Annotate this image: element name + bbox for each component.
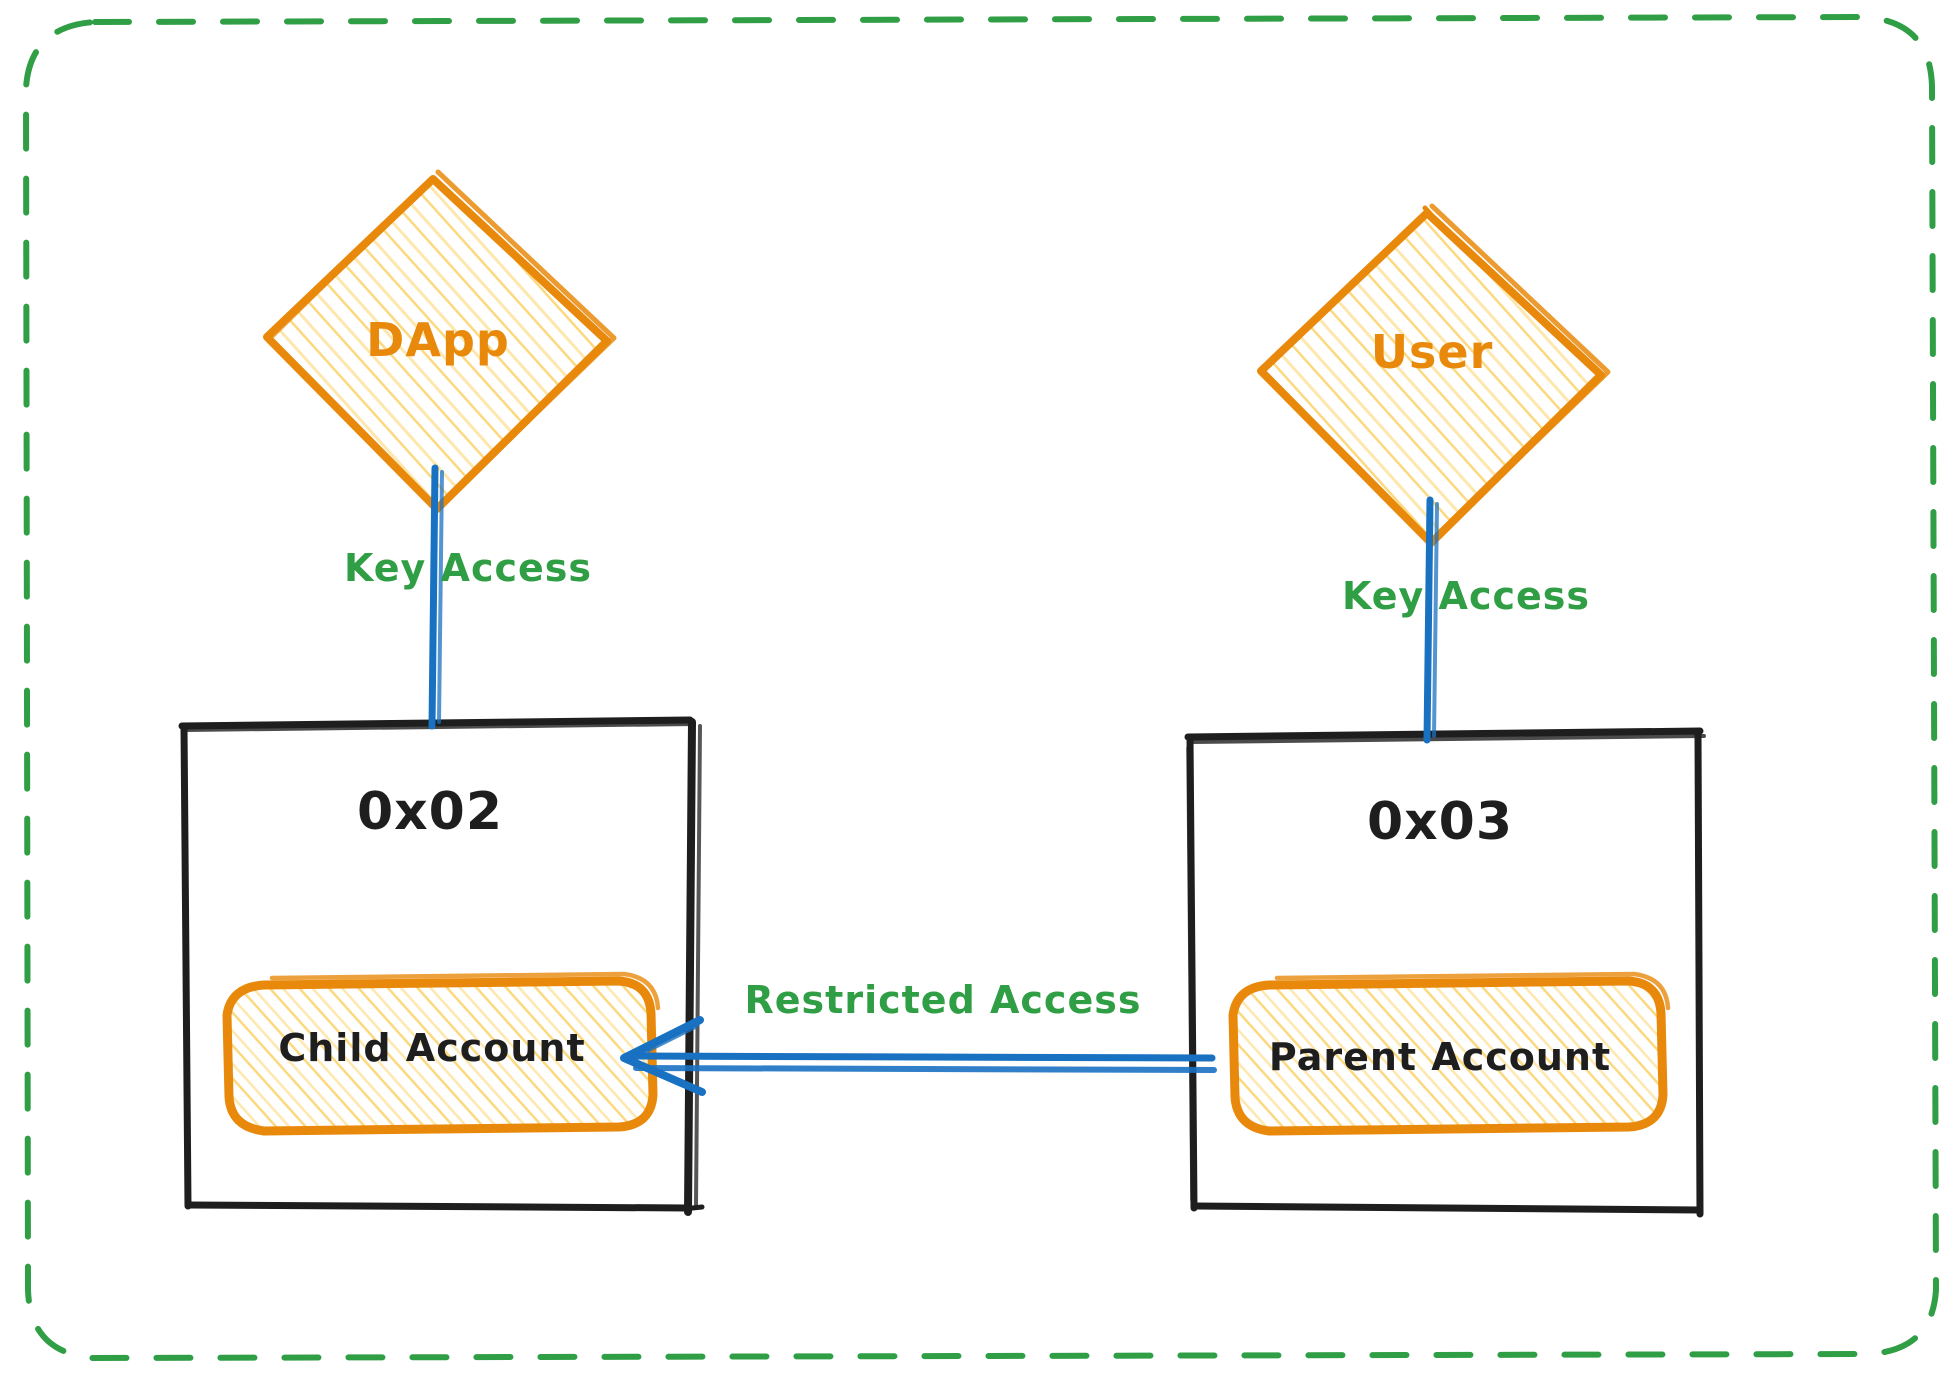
edge-dapp-to-child[interactable] <box>428 464 444 730</box>
user-diamond[interactable] <box>1257 203 1611 547</box>
edge-parent-to-child[interactable] <box>620 1016 1217 1096</box>
parent-account-box[interactable] <box>1228 971 1671 1136</box>
child-address-box[interactable] <box>178 716 705 1216</box>
edge-user-to-parent[interactable] <box>1423 496 1439 744</box>
dapp-diamond[interactable] <box>263 169 617 513</box>
child-account-box[interactable] <box>222 971 661 1136</box>
parent-address-box[interactable] <box>1184 727 1706 1218</box>
dashed-container-border <box>22 13 1940 1362</box>
